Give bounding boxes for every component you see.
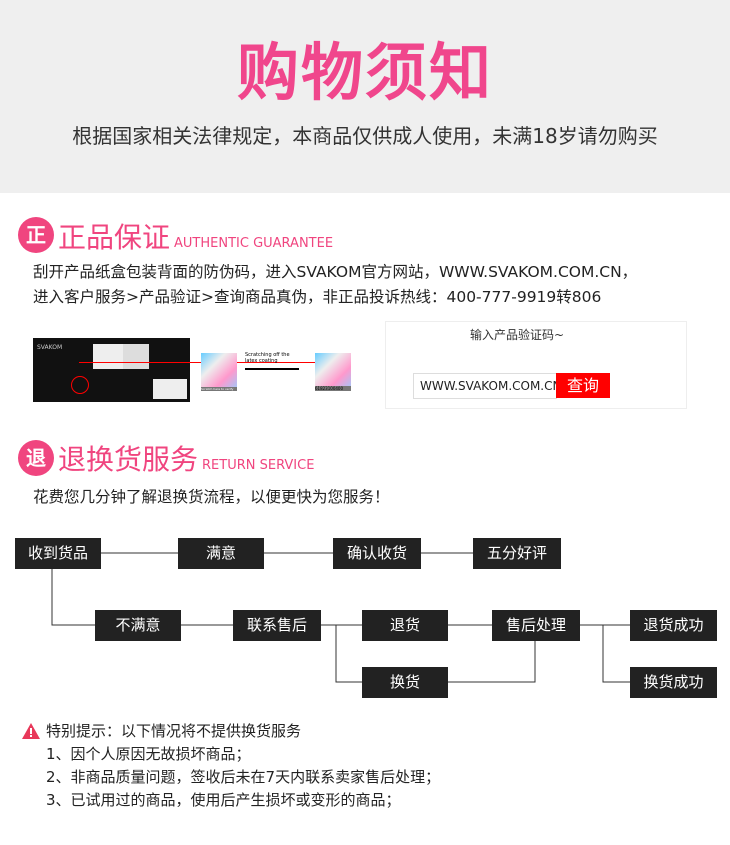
flow-step-refund: 退货 bbox=[362, 610, 448, 641]
package-barcode bbox=[153, 379, 187, 399]
flow-step-received: 收到货品 bbox=[15, 538, 101, 569]
notice-item-2: 2、非商品质量问题，签收后未在7天内联系卖家售后处理； bbox=[46, 768, 441, 786]
verify-query-button[interactable]: 查询 bbox=[556, 373, 610, 398]
pointer-line bbox=[79, 362, 319, 363]
header-banner: 购物须知 根据国家相关法律规定，本商品仅供成人使用，未满18岁请勿购买 bbox=[0, 0, 730, 193]
flow-step-aftersale: 售后处理 bbox=[492, 610, 580, 641]
package-label bbox=[123, 344, 149, 369]
authentic-line-1: 刮开产品纸盒包装背面的防伪码，进入SVAKOM官方网站，WWW.SVAKOM.C… bbox=[33, 263, 638, 281]
revealed-code: 61823100400 bbox=[315, 386, 351, 391]
flow-step-unsatisfied: 不满意 bbox=[95, 610, 181, 641]
flow-step-contact: 联系售后 bbox=[233, 610, 321, 641]
verify-panel: 输入产品验证码~ WWW.SVAKOM.COM.CN 查询 bbox=[385, 321, 687, 409]
flow-step-exchange-ok: 换货成功 bbox=[630, 667, 717, 698]
authentic-line-2: 进入客户服务>产品验证>查询商品真伪，非正品投诉热线：400-777-9919转… bbox=[33, 288, 602, 306]
package-label bbox=[93, 344, 123, 369]
flow-step-satisfied: 满意 bbox=[178, 538, 264, 569]
flow-step-confirm: 确认收货 bbox=[333, 538, 421, 569]
authentic-title: 正品保证 bbox=[58, 221, 171, 254]
flow-step-refund-ok: 退货成功 bbox=[630, 610, 717, 641]
authentic-badge-icon: 正 bbox=[18, 217, 54, 253]
flow-step-rating: 五分好评 bbox=[473, 538, 561, 569]
package-back: SVAKOM bbox=[33, 338, 190, 402]
notice-item-1: 1、因个人原因无故损坏商品； bbox=[46, 745, 251, 763]
revealed-hologram: 61823100400 bbox=[315, 353, 351, 391]
notice-title: 特别提示：以下情况将不提供换货服务 bbox=[46, 722, 302, 740]
return-title-en: RETURN SERVICE bbox=[202, 458, 315, 473]
flow-step-exchange: 换货 bbox=[362, 667, 448, 698]
notice-item-3: 3、已试用过的商品，使用后产生损坏或变形的商品； bbox=[46, 791, 401, 809]
verification-image: SVAKOM Scratch here to verify Scratching… bbox=[33, 338, 360, 406]
arrow-icon bbox=[245, 368, 299, 370]
scratch-label: Scratch here to verify bbox=[201, 387, 237, 391]
page-subtitle: 根据国家相关法律规定，本商品仅供成人使用，未满18岁请勿购买 bbox=[72, 124, 658, 148]
warning-icon bbox=[22, 723, 40, 739]
arrow-text: Scratching off the latex coating bbox=[245, 352, 290, 364]
page-title: 购物须知 bbox=[236, 36, 493, 109]
return-intro: 花费您几分钟了解退换货流程，以便更快为您服务！ bbox=[33, 488, 390, 506]
return-badge-icon: 退 bbox=[18, 440, 54, 476]
verify-prompt: 输入产品验证码~ bbox=[470, 328, 565, 342]
package-brand: SVAKOM bbox=[37, 344, 63, 351]
highlight-circle bbox=[71, 376, 89, 394]
scratch-hologram: Scratch here to verify bbox=[201, 353, 237, 391]
return-title: 退换货服务 bbox=[58, 443, 199, 476]
authentic-title-en: AUTHENTIC GUARANTEE bbox=[174, 236, 334, 251]
